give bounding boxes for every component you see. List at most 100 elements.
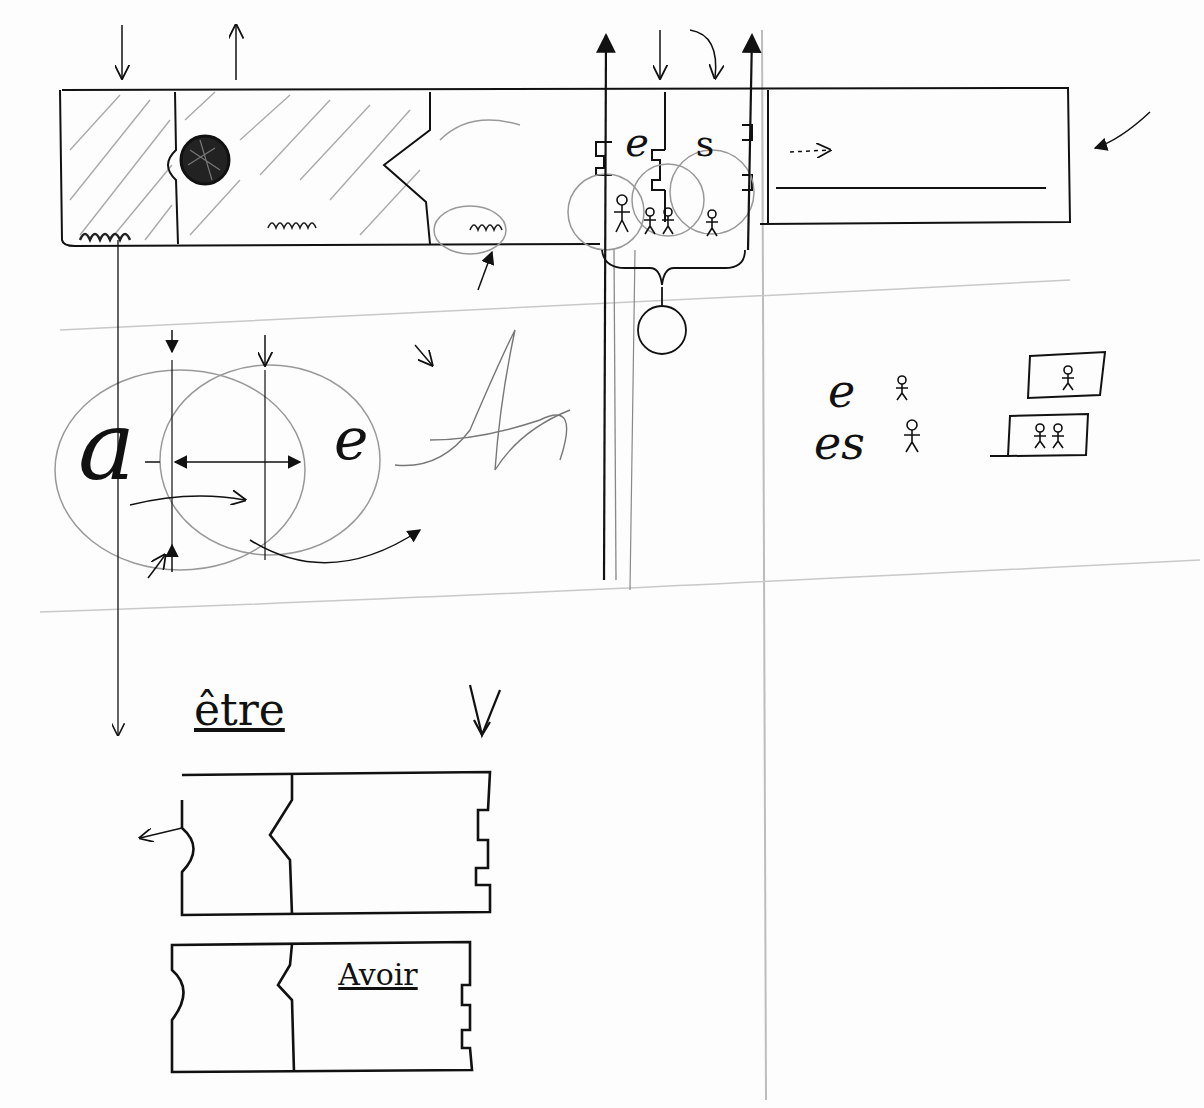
stick-figure bbox=[1054, 424, 1062, 432]
cursive-stroke bbox=[430, 415, 567, 460]
band-line bbox=[40, 280, 1200, 612]
filled-circle bbox=[188, 140, 220, 180]
paper-fold bbox=[762, 30, 766, 1100]
paper-fold bbox=[762, 30, 766, 1100]
puzzle-piece bbox=[140, 828, 182, 838]
brace bbox=[602, 250, 745, 354]
sketch-arrow bbox=[415, 345, 432, 365]
sketch-arrow bbox=[478, 252, 492, 290]
sketch-arrow bbox=[171, 330, 173, 352]
hatching bbox=[70, 92, 420, 240]
strip-outline bbox=[384, 92, 430, 244]
guide-line bbox=[630, 250, 635, 590]
stick-figure bbox=[614, 195, 1074, 452]
figure-box bbox=[990, 455, 1010, 457]
strip-outline bbox=[168, 92, 178, 244]
scribble bbox=[268, 223, 316, 228]
stick-figure bbox=[1034, 432, 1046, 448]
strip-outline bbox=[767, 90, 769, 224]
stick-figure bbox=[664, 208, 672, 216]
scribble bbox=[80, 223, 502, 240]
check-mark bbox=[470, 685, 500, 735]
letter-sketch: a bbox=[78, 398, 135, 494]
stick-figure bbox=[1064, 366, 1072, 374]
puzzle-piece-letter: e bbox=[614, 120, 660, 180]
brace bbox=[638, 306, 686, 354]
stick-figure bbox=[907, 420, 917, 430]
loose-circle bbox=[434, 206, 506, 254]
cursive-stroke bbox=[395, 330, 570, 470]
puzzle-piece bbox=[270, 774, 292, 915]
piece-letter: e bbox=[614, 120, 660, 164]
filled-circle bbox=[181, 136, 229, 184]
puzzle-tab bbox=[596, 142, 612, 175]
loose-circle bbox=[55, 120, 754, 570]
cursive-stroke bbox=[395, 330, 570, 470]
stick-figure bbox=[896, 384, 908, 400]
verb-puzzle-piece: être bbox=[180, 686, 490, 916]
brace bbox=[661, 287, 663, 306]
guide-line bbox=[604, 35, 606, 580]
strip-outline bbox=[776, 187, 1046, 189]
check-mark bbox=[470, 685, 500, 735]
puzzle-piece bbox=[182, 772, 490, 915]
filled-circle bbox=[181, 136, 229, 184]
sketch-arrow bbox=[235, 25, 237, 80]
loose-circle bbox=[55, 370, 305, 570]
sketch-arrow bbox=[121, 25, 123, 78]
stick-figure bbox=[617, 195, 627, 205]
stick-figure bbox=[898, 376, 906, 384]
figure-box bbox=[1028, 352, 1105, 398]
sketch-arrow bbox=[145, 461, 160, 463]
guide-line bbox=[118, 35, 752, 735]
letter-sketch: e bbox=[334, 410, 368, 468]
guide-line bbox=[748, 35, 752, 250]
stick-figure bbox=[662, 216, 674, 234]
band-line bbox=[40, 560, 1200, 612]
puzzle-piece bbox=[172, 942, 472, 1072]
stick-figure bbox=[706, 218, 718, 236]
stick-figure bbox=[646, 208, 654, 216]
stick-figure bbox=[1036, 424, 1044, 432]
strip-outline bbox=[60, 88, 1070, 246]
figure-box bbox=[1008, 414, 1088, 456]
strip-outline bbox=[60, 88, 1070, 246]
letter-note: e bbox=[828, 368, 855, 414]
scribble bbox=[470, 225, 502, 230]
verb-label: Avoir bbox=[302, 958, 454, 991]
loose-circle bbox=[160, 365, 380, 555]
stick-figure bbox=[644, 216, 656, 234]
check-mark bbox=[474, 720, 490, 735]
sketch-arrow bbox=[659, 30, 661, 78]
puzzle-piece-letter: s bbox=[672, 124, 738, 184]
hatching bbox=[70, 95, 172, 240]
band-line bbox=[60, 280, 1070, 330]
stick-figure bbox=[614, 205, 630, 232]
brace bbox=[602, 250, 745, 285]
stick-figure bbox=[904, 430, 920, 452]
stick-figure bbox=[1062, 374, 1074, 390]
sketch-arrow bbox=[130, 496, 245, 505]
verb-label: être bbox=[194, 686, 476, 734]
sketch-arrow bbox=[1095, 112, 1150, 148]
sketch-arrow bbox=[172, 360, 265, 560]
puzzle-tab bbox=[596, 125, 752, 190]
sketch-arrow bbox=[690, 30, 716, 78]
sketch-arrow bbox=[250, 530, 420, 563]
letter-note: es bbox=[814, 420, 865, 466]
loose-circle bbox=[632, 164, 704, 236]
puzzle-piece bbox=[278, 944, 294, 1072]
loose-circle bbox=[440, 120, 520, 140]
guide-line bbox=[614, 250, 616, 580]
sketch-arrow bbox=[148, 555, 165, 578]
scribble bbox=[80, 234, 130, 240]
piece-letter: s bbox=[672, 124, 738, 164]
sketch-arrow bbox=[175, 461, 300, 463]
figure-box bbox=[990, 352, 1105, 456]
sketch-arrow bbox=[122, 25, 1150, 578]
verb-puzzle-piece: Avoir bbox=[296, 958, 460, 1068]
